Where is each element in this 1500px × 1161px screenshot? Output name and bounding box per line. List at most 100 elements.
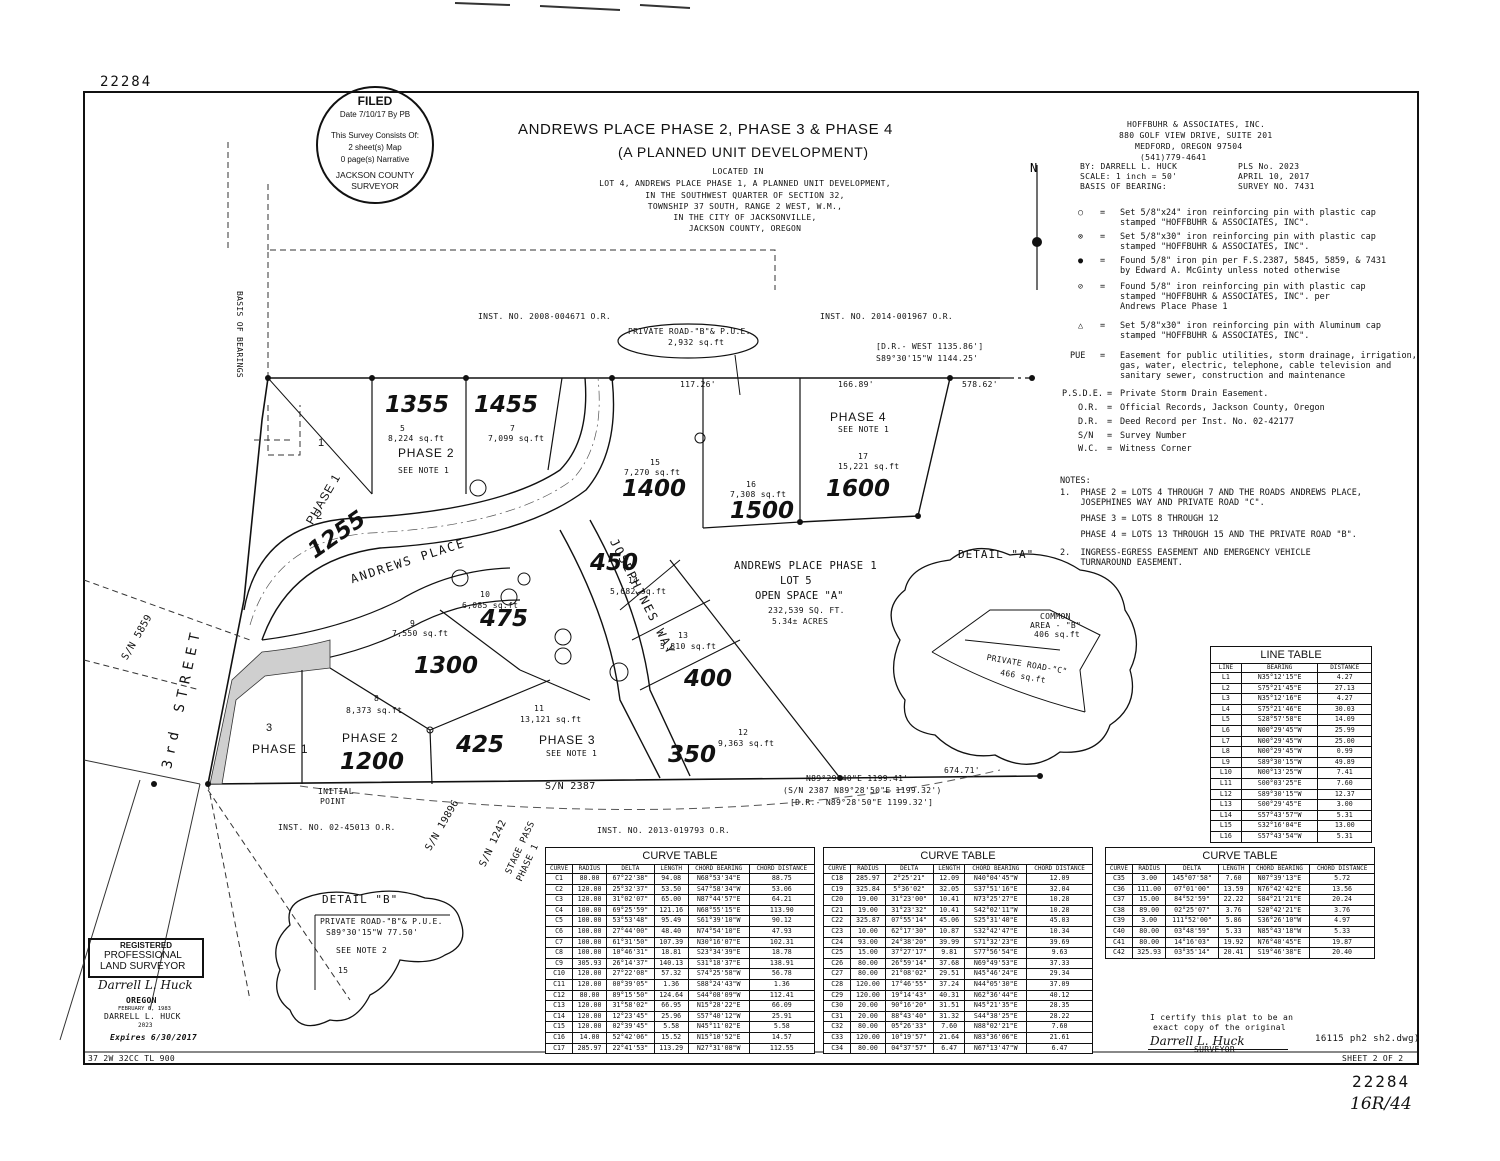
curve-table-cell: 121.16 xyxy=(653,904,689,917)
curve-table-cell: 80.00 xyxy=(850,1021,886,1033)
open-space-acres: 5.34± ACRES xyxy=(772,617,829,626)
curve-table-cell: 53°53'48" xyxy=(605,915,655,927)
curve-table-cell: S84°21'21"E xyxy=(1248,894,1311,906)
curve-table-cell: 10.28 xyxy=(1026,904,1093,917)
curve-table-cell: N30°16'07"E xyxy=(687,936,750,949)
curve-table-cell: 145°07'58" xyxy=(1165,873,1219,885)
inst-label: INST. NO. 02-45013 O.R. xyxy=(278,823,396,832)
bearing-bottom: (S/N 2387 N89°28'50"E 1199.32') xyxy=(783,786,942,795)
line-table-cell: 5.31 xyxy=(1317,809,1372,822)
curve-table-cell: C19 xyxy=(822,883,852,896)
curve-table-cell: 84°52'59" xyxy=(1165,894,1219,906)
curve-table-cell: 40.31 xyxy=(932,989,966,1002)
note-line: 2. INGRESS-EGRESS EASEMENT AND EMERGENCY… xyxy=(1060,548,1311,558)
curve-table-cell: 94.08 xyxy=(653,873,689,885)
curve-table-cell: 21.64 xyxy=(932,1031,966,1044)
abbr-key: P.S.D.E. xyxy=(1062,389,1103,399)
curve-table-cell: S71°32'23"E xyxy=(964,936,1028,949)
bearing-bottom: N89°29'40"E 1199.41' xyxy=(806,774,909,783)
curve-table-cell: 10°19'57" xyxy=(884,1031,934,1044)
lot-label: 16 xyxy=(746,480,757,489)
curve-table-cell: N85°43'18"W xyxy=(1248,925,1311,938)
curve-table-cell: 6.47 xyxy=(1026,1042,1093,1055)
curve-table-cell: C42 xyxy=(1105,947,1133,959)
curve-table-cell: 9.63 xyxy=(1026,947,1093,959)
curve-table-cell: 26°14'37" xyxy=(605,957,655,970)
curve-table-cell: C15 xyxy=(544,1021,574,1033)
top-scan-marks xyxy=(454,2,691,11)
reg-name: DARRELL L. HUCK xyxy=(104,1012,181,1021)
curve-table-cell: 102.31 xyxy=(748,936,816,949)
lot-label: 5 xyxy=(400,424,406,433)
line-table-cell: 25.99 xyxy=(1317,724,1372,737)
curve-table-cell: 27°22'08" xyxy=(605,968,655,980)
line-table-cell: S28°57'58"E xyxy=(1240,714,1319,726)
curve-table-cell: 07°55'14" xyxy=(884,915,934,927)
curve-table-cell: 02°39'45" xyxy=(605,1021,655,1033)
location-line: LOCATED IN xyxy=(712,167,764,176)
abbr-key: D.R. xyxy=(1078,417,1099,427)
curve-table-cell: 24°38'20" xyxy=(884,936,934,949)
curve-table-cell: 62°17'30" xyxy=(884,925,934,938)
curve-table-cell: 48.40 xyxy=(653,925,689,938)
curve-table-cell: C20 xyxy=(822,894,852,906)
curve-table-cell: 53.06 xyxy=(748,883,816,896)
curve-table-cell: 15.00 xyxy=(1131,894,1167,906)
notes-heading: NOTES: xyxy=(1060,476,1091,486)
abbr-text: Witness Corner xyxy=(1120,444,1192,454)
abbr-key: PUE xyxy=(1070,351,1086,361)
line-table-cell: L8 xyxy=(1210,746,1242,758)
abbr-text: sanitary sewer, construction and mainten… xyxy=(1120,371,1346,381)
curve-table-cell: 2°25'21" xyxy=(884,873,934,885)
curve-table-cell: C22 xyxy=(822,915,852,927)
lot-label: 2 xyxy=(316,510,323,522)
curve-table-cell: 138.91 xyxy=(748,957,816,970)
curve-table-cell: 26°59'14" xyxy=(884,957,934,970)
curve-table-cell: 20.00 xyxy=(850,1000,886,1012)
handwritten-number: 1455 xyxy=(474,392,539,418)
private-road-b-label: PRIVATE ROAD-"B"& P.U.E. xyxy=(628,327,751,336)
plat-subtitle: (A PLANNED UNIT DEVELOPMENT) xyxy=(618,144,869,160)
curve-table-cell: 1.36 xyxy=(653,978,689,991)
curve-table-cell: 3.00 xyxy=(1131,915,1167,927)
curve-table-cell: 285.97 xyxy=(572,1042,607,1055)
line-table-cell: N35°12'15"E xyxy=(1240,672,1319,684)
curve-table-header: RADIUS xyxy=(850,864,886,874)
curve-table-cell: 80.00 xyxy=(1131,936,1167,949)
handwritten-number: 350 xyxy=(668,742,717,768)
legend-text: stamped "HOFFBUHR & ASSOCIATES, INC". xyxy=(1120,331,1310,341)
curve-table-cell: 120.00 xyxy=(572,1021,607,1033)
curve-table-cell: 21°08'02" xyxy=(884,968,934,980)
curve-table-cell: 65.00 xyxy=(653,894,689,906)
curve-table-cell: 19.92 xyxy=(1217,936,1250,949)
curve-table-caption: CURVE TABLE xyxy=(1105,847,1375,865)
curve-table-header: LENGTH xyxy=(653,864,689,874)
curve-table-header: CURVE xyxy=(544,864,574,874)
curve-table-cell: C34 xyxy=(822,1042,852,1055)
curve-table-cell: 66.95 xyxy=(653,1000,689,1012)
lot-area: 6,085 sq.ft xyxy=(462,601,519,610)
curve-table-cell: 64.21 xyxy=(748,894,816,906)
curve-table-cell: C41 xyxy=(1105,936,1133,949)
curve-table-cell: 100.00 xyxy=(572,904,607,917)
reg-line: LAND SURVEYOR xyxy=(100,961,186,972)
dist-label: 578.62' xyxy=(962,380,998,389)
curve-table-cell: C5 xyxy=(544,915,574,927)
curve-table-cell: C30 xyxy=(822,1000,852,1012)
curve-table-cell: C24 xyxy=(822,936,852,949)
curve-table-cell: 27°44'00" xyxy=(605,925,655,938)
abbr-key: W.C. xyxy=(1078,444,1099,454)
line-table-cell: N00°29'45"W xyxy=(1240,724,1319,737)
curve-table-cell: 39.69 xyxy=(1026,936,1093,949)
phase-2-bottom: PHASE 2 xyxy=(342,731,399,745)
curve-table-cell: N88°02'21"E xyxy=(964,1021,1028,1033)
firm-date: APRIL 10, 2017 xyxy=(1238,172,1310,181)
signature-mark: Darrell L. Huck xyxy=(98,978,193,992)
curve-table-cell: 120.00 xyxy=(850,989,886,1002)
curve-table-cell: 100.00 xyxy=(572,947,607,959)
